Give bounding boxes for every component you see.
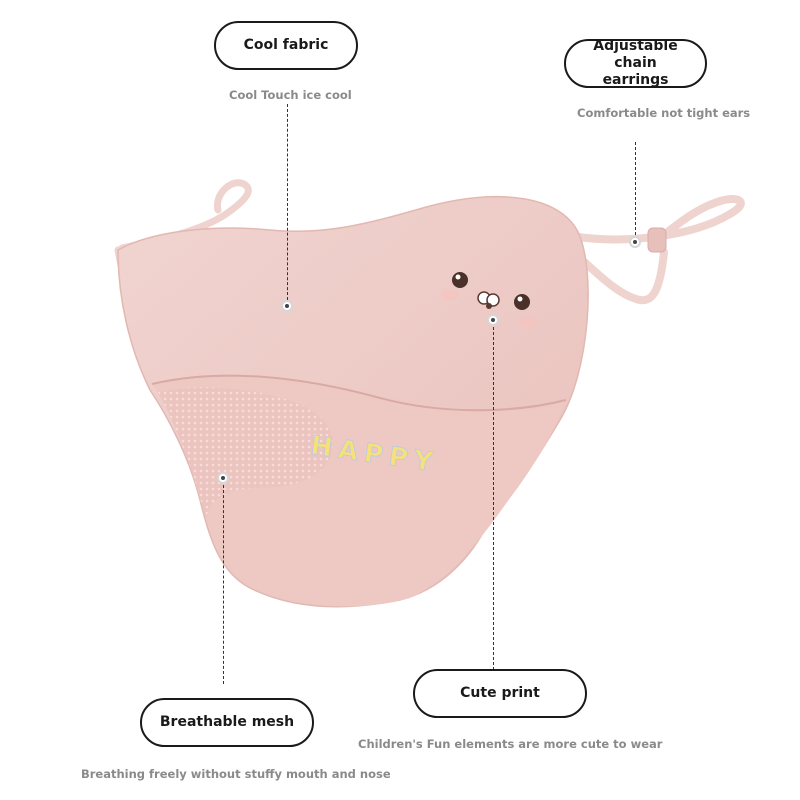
cute-print-leader (493, 322, 494, 670)
breathable-leader (223, 480, 224, 684)
breathable-label: Breathable mesh (140, 698, 314, 747)
adjustable-label: Adjustable chain earrings (564, 38, 707, 88)
adjustable-marker (629, 236, 641, 248)
cool-fabric-marker (281, 300, 293, 312)
cool-fabric-label: Cool fabric (214, 21, 358, 70)
cool-fabric-leader (287, 104, 288, 300)
cute-print-title: Cute print (460, 685, 540, 701)
right-ear-loop (568, 195, 745, 305)
mask-body: HAPPY (117, 196, 589, 608)
adjustable-title: Adjustable chain earrings (593, 38, 678, 88)
cartoon-face-print (441, 272, 537, 327)
adjustable-leader (635, 142, 636, 240)
breathable-title: Breathable mesh (159, 714, 295, 730)
adjustable-caption: Comfortable not tight ears (577, 106, 751, 120)
breathable-caption: Breathing freely without stuffy mouth an… (81, 767, 391, 781)
cute-print-caption: Children's Fun elements are more cute to… (358, 737, 663, 751)
cute-print-marker (487, 314, 499, 326)
breathable-marker (217, 472, 229, 484)
cool-fabric-title: Cool fabric (243, 37, 329, 53)
cute-print-label: Cute print (413, 669, 587, 718)
cool-fabric-caption: Cool Touch ice cool (229, 88, 352, 102)
